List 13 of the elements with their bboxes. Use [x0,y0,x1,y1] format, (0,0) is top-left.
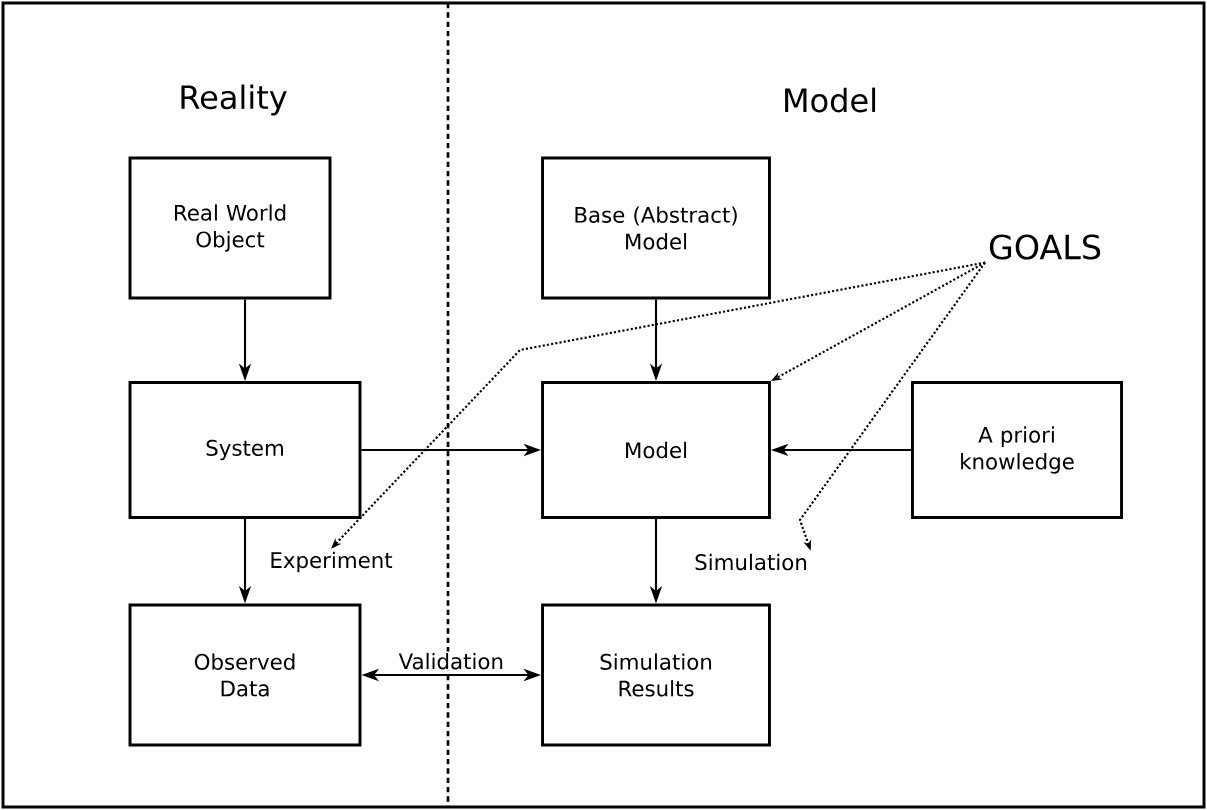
edge-text: Experiment [271,551,393,573]
edge-text: Simulation [695,553,807,571]
column-heading: Model [785,87,876,113]
goals-text: GOALS [989,234,1101,260]
edge-label: Validation [397,651,506,671]
process-box: Model [541,381,771,519]
process-box: Real World Object [128,156,332,300]
process-box: System [128,381,362,519]
process-box: Observed Data [128,603,362,747]
process-box: Simulation Results [541,603,771,747]
column-heading: Reality [181,84,287,116]
process-box: A priori knowledge [911,381,1123,519]
process-box: Base (Abstract) Model [541,156,771,300]
